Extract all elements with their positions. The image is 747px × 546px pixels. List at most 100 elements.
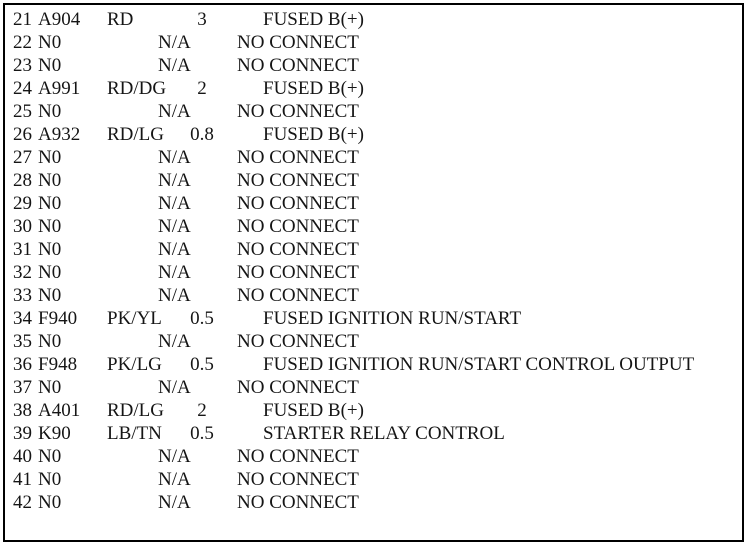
pinout-table: 21 A904 RD 3 FUSED B(+) 22 N0 N/A NO CON… [0, 3, 747, 543]
pin-number: 27 [13, 147, 32, 168]
circuit-function: NO CONNECT [237, 170, 359, 191]
wire-gauge: N/A [158, 446, 191, 467]
wire-gauge: 0.5 [190, 308, 214, 329]
circuit-function: NO CONNECT [237, 285, 359, 306]
circuit-code: N0 [38, 193, 62, 214]
wire-color: RD [107, 9, 134, 30]
circuit-code: N0 [38, 262, 62, 283]
wire-gauge: N/A [158, 377, 191, 398]
circuit-code: A991 [38, 78, 81, 99]
table-row: 30 N0 N/A NO CONNECT [0, 215, 747, 238]
wire-gauge: N/A [158, 469, 191, 490]
wire-color: PK/LG [107, 354, 162, 375]
wire-gauge: 0.5 [190, 423, 214, 444]
wire-gauge: N/A [158, 492, 191, 513]
wire-gauge: 2 [197, 78, 207, 99]
circuit-function: NO CONNECT [237, 193, 359, 214]
circuit-function: NO CONNECT [237, 331, 359, 352]
table-row: 24 A991 RD/DG 2 FUSED B(+) [0, 77, 747, 100]
table-row: 23 N0 N/A NO CONNECT [0, 54, 747, 77]
wire-gauge: N/A [158, 170, 191, 191]
wire-gauge: N/A [158, 216, 191, 237]
circuit-code: N0 [38, 216, 62, 237]
pin-number: 33 [13, 285, 32, 306]
wire-gauge: N/A [158, 285, 191, 306]
wire-color: PK/YL [107, 308, 162, 329]
pin-number: 31 [13, 239, 32, 260]
circuit-code: N0 [38, 101, 62, 122]
circuit-code: N0 [38, 55, 62, 76]
circuit-function: NO CONNECT [237, 147, 359, 168]
pin-number: 21 [13, 9, 32, 30]
wire-gauge: N/A [158, 101, 191, 122]
circuit-code: A932 [38, 124, 81, 145]
circuit-code: N0 [38, 469, 62, 490]
circuit-code: N0 [38, 492, 62, 513]
table-row: 26 A932 RD/LG 0.8 FUSED B(+) [0, 123, 747, 146]
pin-number: 30 [13, 216, 32, 237]
pin-number: 32 [13, 262, 32, 283]
circuit-function: NO CONNECT [237, 216, 359, 237]
wire-gauge: N/A [158, 55, 191, 76]
circuit-function: FUSED B(+) [263, 78, 364, 99]
pin-number: 29 [13, 193, 32, 214]
circuit-function: FUSED B(+) [263, 9, 364, 30]
table-row: 25 N0 N/A NO CONNECT [0, 100, 747, 123]
wire-gauge: N/A [158, 32, 191, 53]
pin-number: 34 [13, 308, 32, 329]
circuit-code: F940 [38, 308, 78, 329]
table-row: 33 N0 N/A NO CONNECT [0, 284, 747, 307]
wire-color: LB/TN [107, 423, 162, 444]
table-row: 35 N0 N/A NO CONNECT [0, 330, 747, 353]
circuit-function: NO CONNECT [237, 469, 359, 490]
wire-gauge: N/A [158, 331, 191, 352]
circuit-code: N0 [38, 446, 62, 467]
wire-color: RD/DG [107, 78, 167, 99]
pin-number: 24 [13, 78, 32, 99]
wire-color: RD/LG [107, 400, 164, 421]
wire-gauge: 3 [197, 9, 207, 30]
pin-number: 22 [13, 32, 32, 53]
circuit-code: N0 [38, 239, 62, 260]
pin-number: 41 [13, 469, 32, 490]
circuit-function: NO CONNECT [237, 32, 359, 53]
table-row: 27 N0 N/A NO CONNECT [0, 146, 747, 169]
pin-number: 36 [13, 354, 32, 375]
wire-gauge: N/A [158, 262, 191, 283]
circuit-function: NO CONNECT [237, 55, 359, 76]
wire-gauge: 2 [197, 400, 207, 421]
circuit-code: A904 [38, 9, 81, 30]
circuit-function: FUSED B(+) [263, 124, 364, 145]
pin-number: 25 [13, 101, 32, 122]
pin-number: 42 [13, 492, 32, 513]
pin-number: 40 [13, 446, 32, 467]
table-row: 41 N0 N/A NO CONNECT [0, 468, 747, 491]
circuit-function: NO CONNECT [237, 101, 359, 122]
circuit-code: N0 [38, 147, 62, 168]
table-row: 34 F940 PK/YL 0.5 FUSED IGNITION RUN/STA… [0, 307, 747, 330]
pin-number: 37 [13, 377, 32, 398]
table-row: 32 N0 N/A NO CONNECT [0, 261, 747, 284]
table-row: 38 A401 RD/LG 2 FUSED B(+) [0, 399, 747, 422]
pin-number: 26 [13, 124, 32, 145]
circuit-code: A401 [38, 400, 81, 421]
circuit-code: N0 [38, 331, 62, 352]
pin-number: 35 [13, 331, 32, 352]
circuit-function: FUSED IGNITION RUN/START [263, 308, 522, 329]
wire-gauge: N/A [158, 147, 191, 168]
pin-number: 23 [13, 55, 32, 76]
circuit-code: N0 [38, 32, 62, 53]
circuit-function: NO CONNECT [237, 446, 359, 467]
table-row: 29 N0 N/A NO CONNECT [0, 192, 747, 215]
wire-gauge: N/A [158, 193, 191, 214]
circuit-function: NO CONNECT [237, 262, 359, 283]
table-row: 22 N0 N/A NO CONNECT [0, 31, 747, 54]
table-row: 36 F948 PK/LG 0.5 FUSED IGNITION RUN/STA… [0, 353, 747, 376]
pin-number: 39 [13, 423, 32, 444]
circuit-code: N0 [38, 285, 62, 306]
table-frame [3, 3, 744, 542]
circuit-code: K90 [38, 423, 71, 444]
wire-gauge: 0.8 [190, 124, 214, 145]
circuit-function: FUSED B(+) [263, 400, 364, 421]
circuit-code: N0 [38, 170, 62, 191]
